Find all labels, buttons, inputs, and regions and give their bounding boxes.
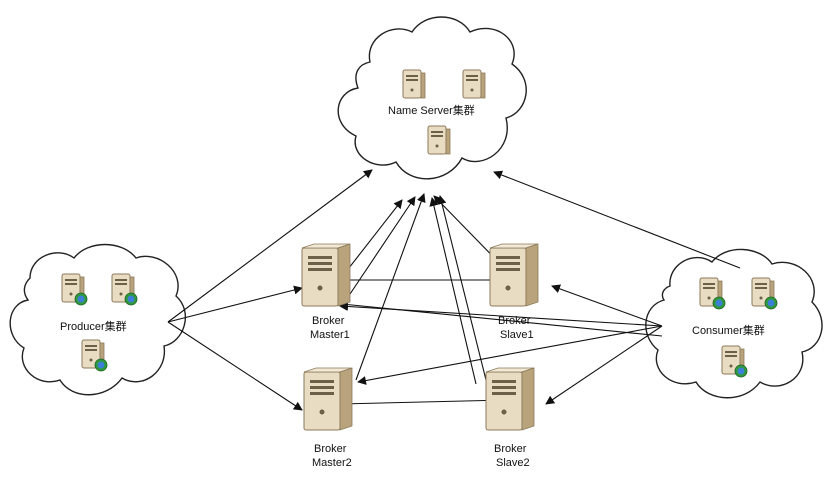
producer-to-master2-arrow bbox=[167, 321, 303, 411]
name-server-icon-3 bbox=[427, 125, 451, 155]
slave2-to-nameserver-arrow-b bbox=[429, 197, 477, 385]
slave2-to-nameserver-arrow-a bbox=[437, 195, 489, 389]
broker-master1-label-line1: Broker bbox=[312, 315, 345, 327]
connections bbox=[167, 169, 741, 411]
name-server-label: Name Server集群 bbox=[388, 103, 475, 117]
broker-slave1-server-icon bbox=[489, 243, 539, 307]
broker-master2-server-icon bbox=[303, 367, 353, 431]
broker-master2-label-line1: Broker bbox=[314, 443, 347, 455]
consumer-to-slave1-arrow bbox=[551, 284, 663, 327]
broker-master2-label-line2: Master2 bbox=[312, 457, 352, 469]
producer-server-icon-2 bbox=[112, 274, 137, 305]
consumer-server-icon-1 bbox=[700, 278, 725, 309]
consumer-to-master2-arrow bbox=[357, 325, 663, 385]
consumer-to-slave2-arrow bbox=[545, 325, 663, 405]
master1-to-consumer-link bbox=[341, 303, 663, 337]
broker-master1-label-line2: Master1 bbox=[310, 329, 350, 341]
consumer-server-icon-3 bbox=[722, 346, 747, 377]
consumer-label: Consumer集群 bbox=[692, 323, 765, 337]
consumer-to-nameserver-arrow bbox=[493, 170, 741, 269]
broker-master1-server-icon bbox=[301, 243, 351, 307]
name-server-icon-2 bbox=[462, 69, 486, 99]
name-server-icon-1 bbox=[402, 69, 426, 99]
consumer-cloud bbox=[645, 248, 823, 399]
broker-slave2-server-icon bbox=[485, 367, 535, 431]
name-server-cloud bbox=[337, 16, 527, 180]
broker-slave2-label-line2: Slave2 bbox=[496, 457, 530, 469]
broker-slave1-label-line1: Broker bbox=[498, 315, 531, 327]
master2-slave2-link bbox=[339, 399, 507, 405]
producer-label: Producer集群 bbox=[60, 319, 127, 333]
consumer-server-icon-2 bbox=[752, 278, 777, 309]
master2-to-nameserver-arrow bbox=[355, 193, 426, 381]
master1-to-nameserver-arrow-b bbox=[341, 196, 416, 307]
producer-to-nameserver-arrow bbox=[167, 169, 373, 323]
broker-slave1-label-line2: Slave1 bbox=[500, 329, 534, 341]
producer-server-icon-3 bbox=[82, 340, 107, 371]
producer-cloud bbox=[9, 243, 187, 396]
producer-to-master1-arrow bbox=[167, 285, 303, 323]
producer-server-icon-1 bbox=[62, 274, 87, 305]
broker-slave2-label-line1: Broker bbox=[494, 443, 527, 455]
